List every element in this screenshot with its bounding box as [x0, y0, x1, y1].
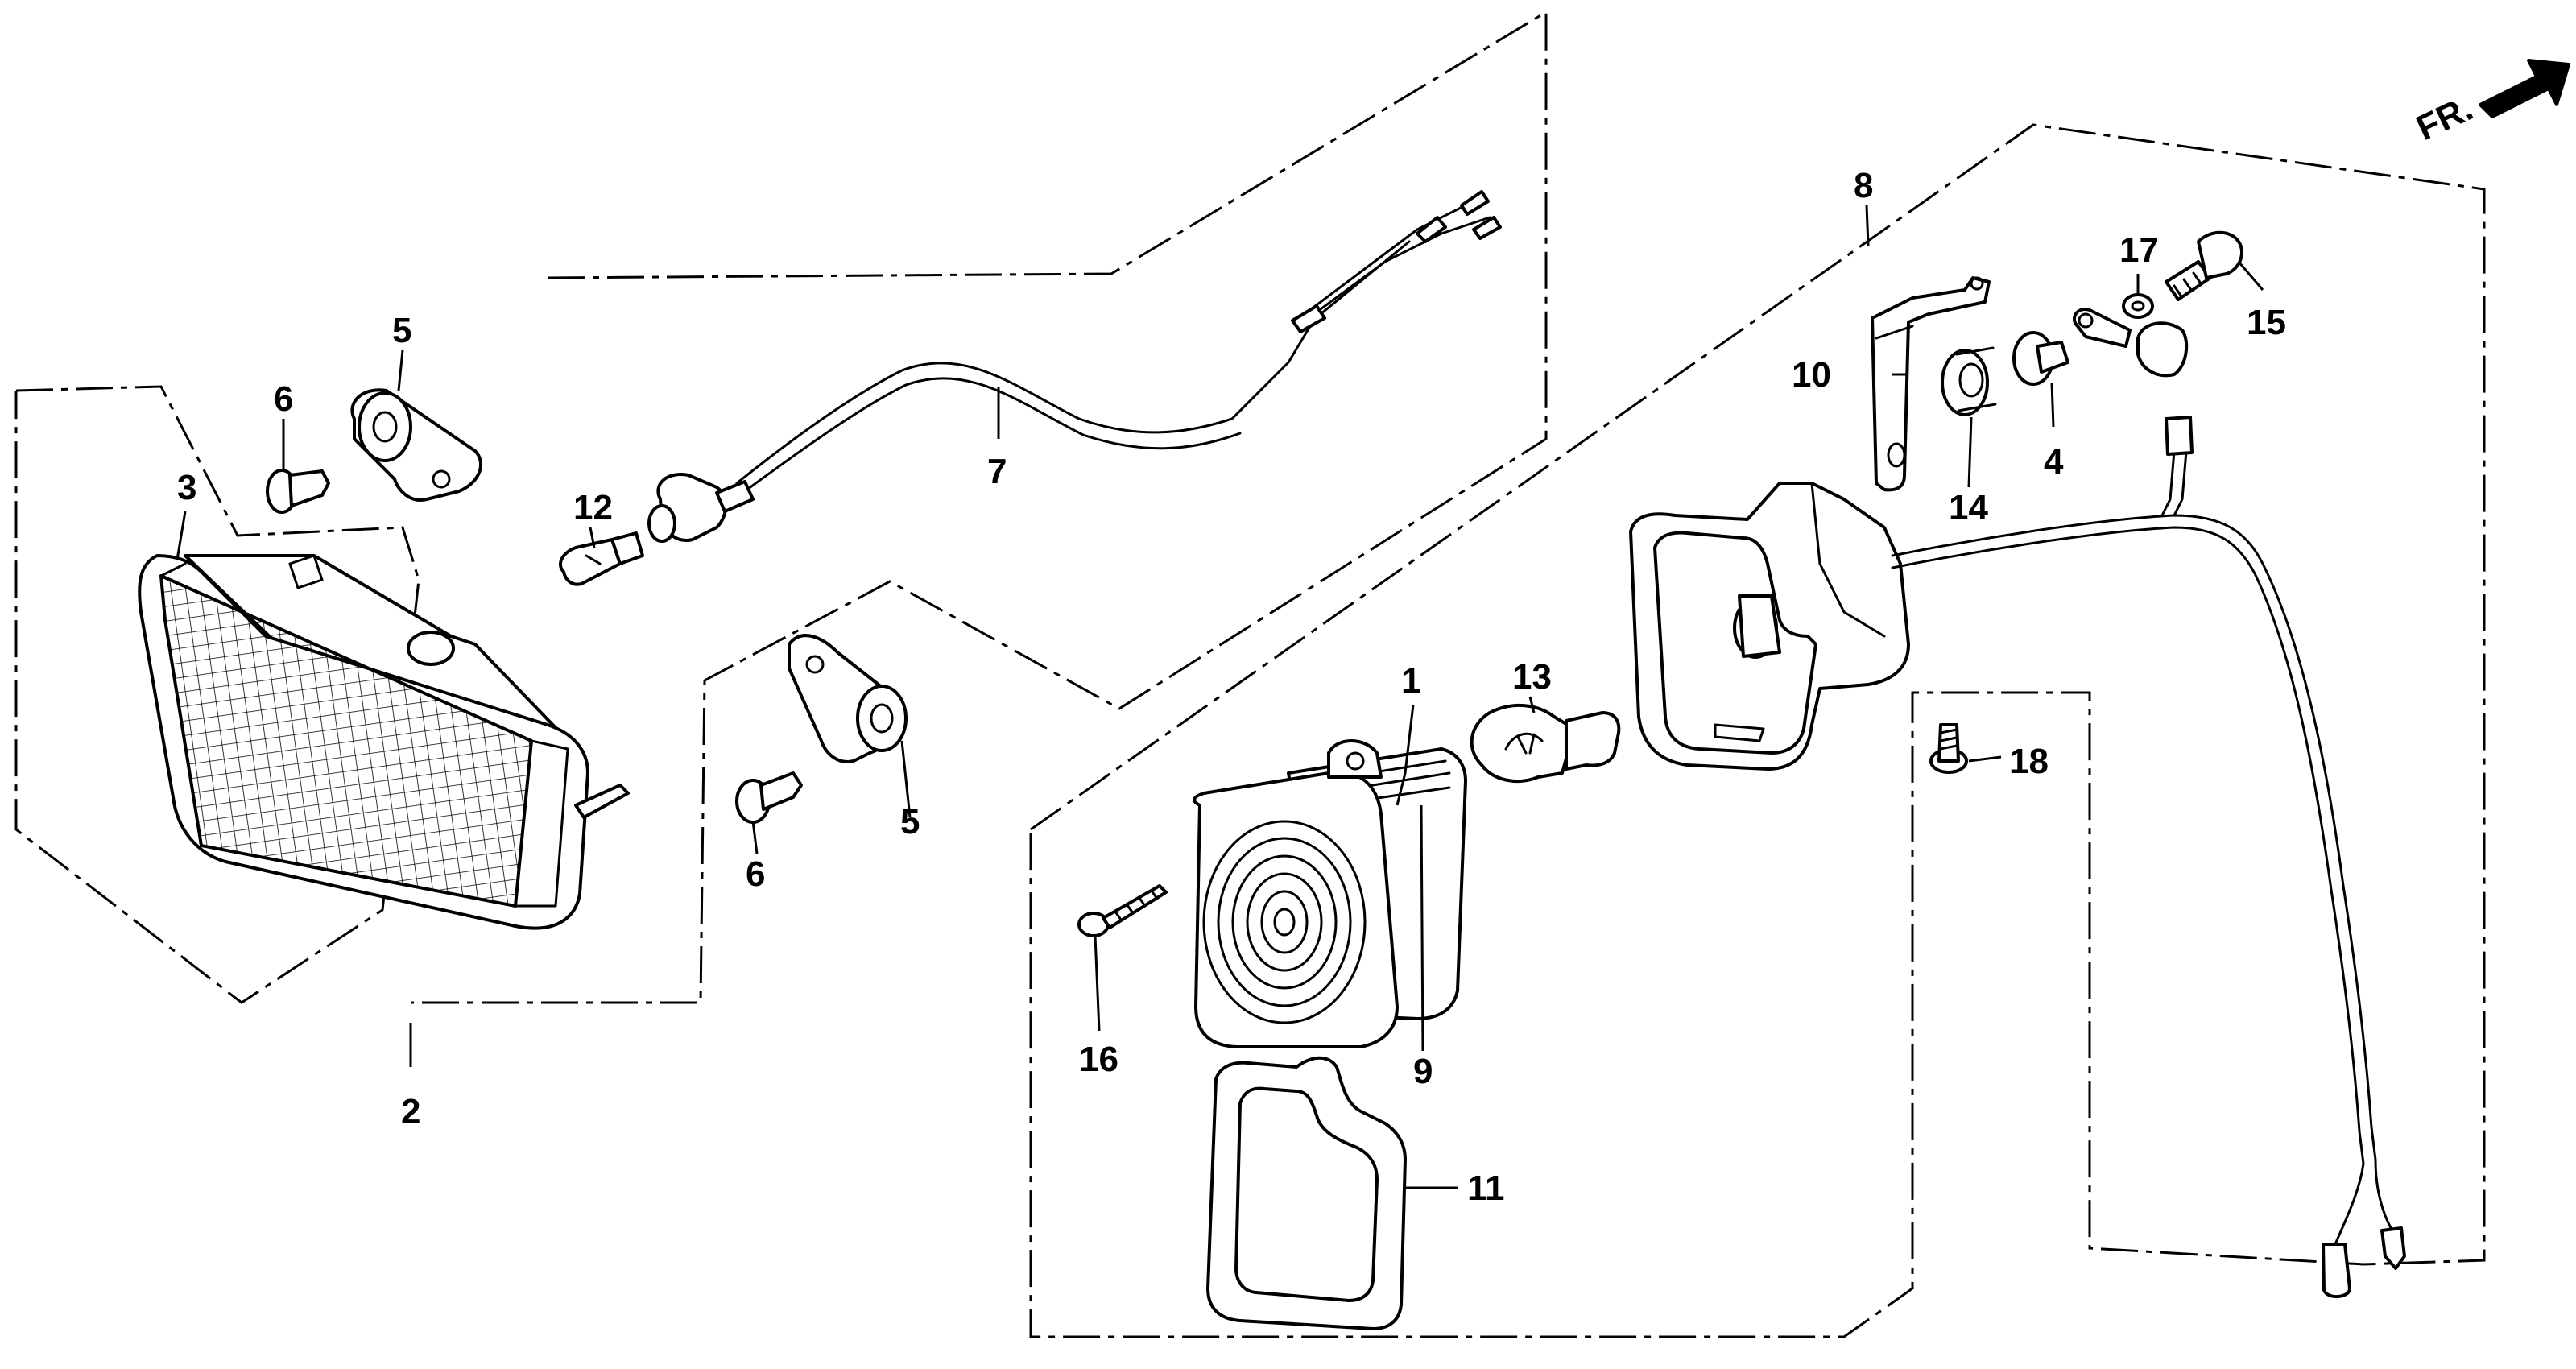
- group-outline-rear-light: [1029, 123, 2486, 1338]
- callout-8: 8: [1854, 166, 1873, 205]
- callout-leaders: [176, 205, 2264, 1189]
- tapping-screw: [1077, 884, 1168, 937]
- mounting-screw-lower: [735, 771, 803, 824]
- rear-light-lens: [1193, 771, 1399, 1048]
- callout-11: 11: [1467, 1168, 1505, 1208]
- lens-concentric-rings: [1202, 820, 1367, 1024]
- stop-tail-bulb: [1470, 703, 1621, 783]
- rear-harness: [1891, 416, 2406, 1298]
- callout-6-upper: 6: [274, 379, 293, 419]
- rear-light-gasket: [1206, 1056, 1407, 1330]
- front-direction-label: FR.: [2411, 89, 2479, 148]
- rear-harness-wire: [1891, 514, 2377, 1161]
- connector-female: [2322, 1243, 2351, 1298]
- flange-bolt: [1929, 723, 1968, 774]
- group-outline-front-lamp: [14, 385, 420, 1004]
- callout-numbers: 1 2 3 4 5 5 6 6 7 8 9 10 11 12 13 14 15 …: [177, 166, 2286, 1208]
- callout-3: 3: [177, 468, 196, 507]
- front-lamp-assembly: [138, 554, 630, 930]
- front-direction-indicator: FR.: [2411, 59, 2570, 148]
- lamp-mount-boss: [407, 631, 455, 666]
- harness-wire: [735, 321, 1314, 485]
- callout-17: 17: [2119, 230, 2159, 270]
- callout-16: 16: [1079, 1040, 1118, 1079]
- callout-4: 4: [2044, 442, 2064, 482]
- callout-1: 1: [1401, 661, 1420, 701]
- hex-nut: [2122, 293, 2154, 319]
- rear-light-lens-assembly: [1193, 739, 1467, 1048]
- callout-9: 9: [1413, 1052, 1433, 1091]
- mounting-clip-upper: [350, 388, 483, 502]
- wedge-bulb: [559, 531, 644, 586]
- ground-terminal: [2073, 308, 2189, 378]
- callout-12: 12: [573, 488, 613, 527]
- callout-2: 2: [401, 1092, 420, 1131]
- hex-bolt: [2165, 230, 2243, 301]
- callout-6-lower: 6: [746, 854, 765, 894]
- grommet: [1941, 346, 1997, 416]
- callout-13: 13: [1512, 657, 1552, 697]
- callout-18: 18: [2009, 742, 2049, 781]
- callout-14: 14: [1949, 488, 1988, 527]
- callout-7: 7: [987, 452, 1007, 491]
- mounting-screw-upper: [266, 469, 330, 514]
- callout-10: 10: [1792, 355, 1831, 395]
- front-arrow-icon: [2479, 59, 2570, 118]
- callout-5-lower: 5: [900, 802, 920, 842]
- callout-15: 15: [2247, 303, 2286, 342]
- connector-male: [2380, 1226, 2406, 1270]
- front-harness-assembly: [647, 190, 1502, 543]
- group-outlines: [14, 10, 2486, 1338]
- front-lamp-stud: [574, 784, 630, 819]
- rear-light-base: [1629, 482, 1910, 771]
- mounting-clip-lower: [788, 634, 908, 763]
- front-lamp-lens: [159, 574, 533, 908]
- collar: [2012, 331, 2069, 386]
- group-outline-harness: [411, 10, 1548, 1004]
- license-bracket: [1871, 276, 1991, 492]
- callout-5-upper: 5: [392, 311, 411, 350]
